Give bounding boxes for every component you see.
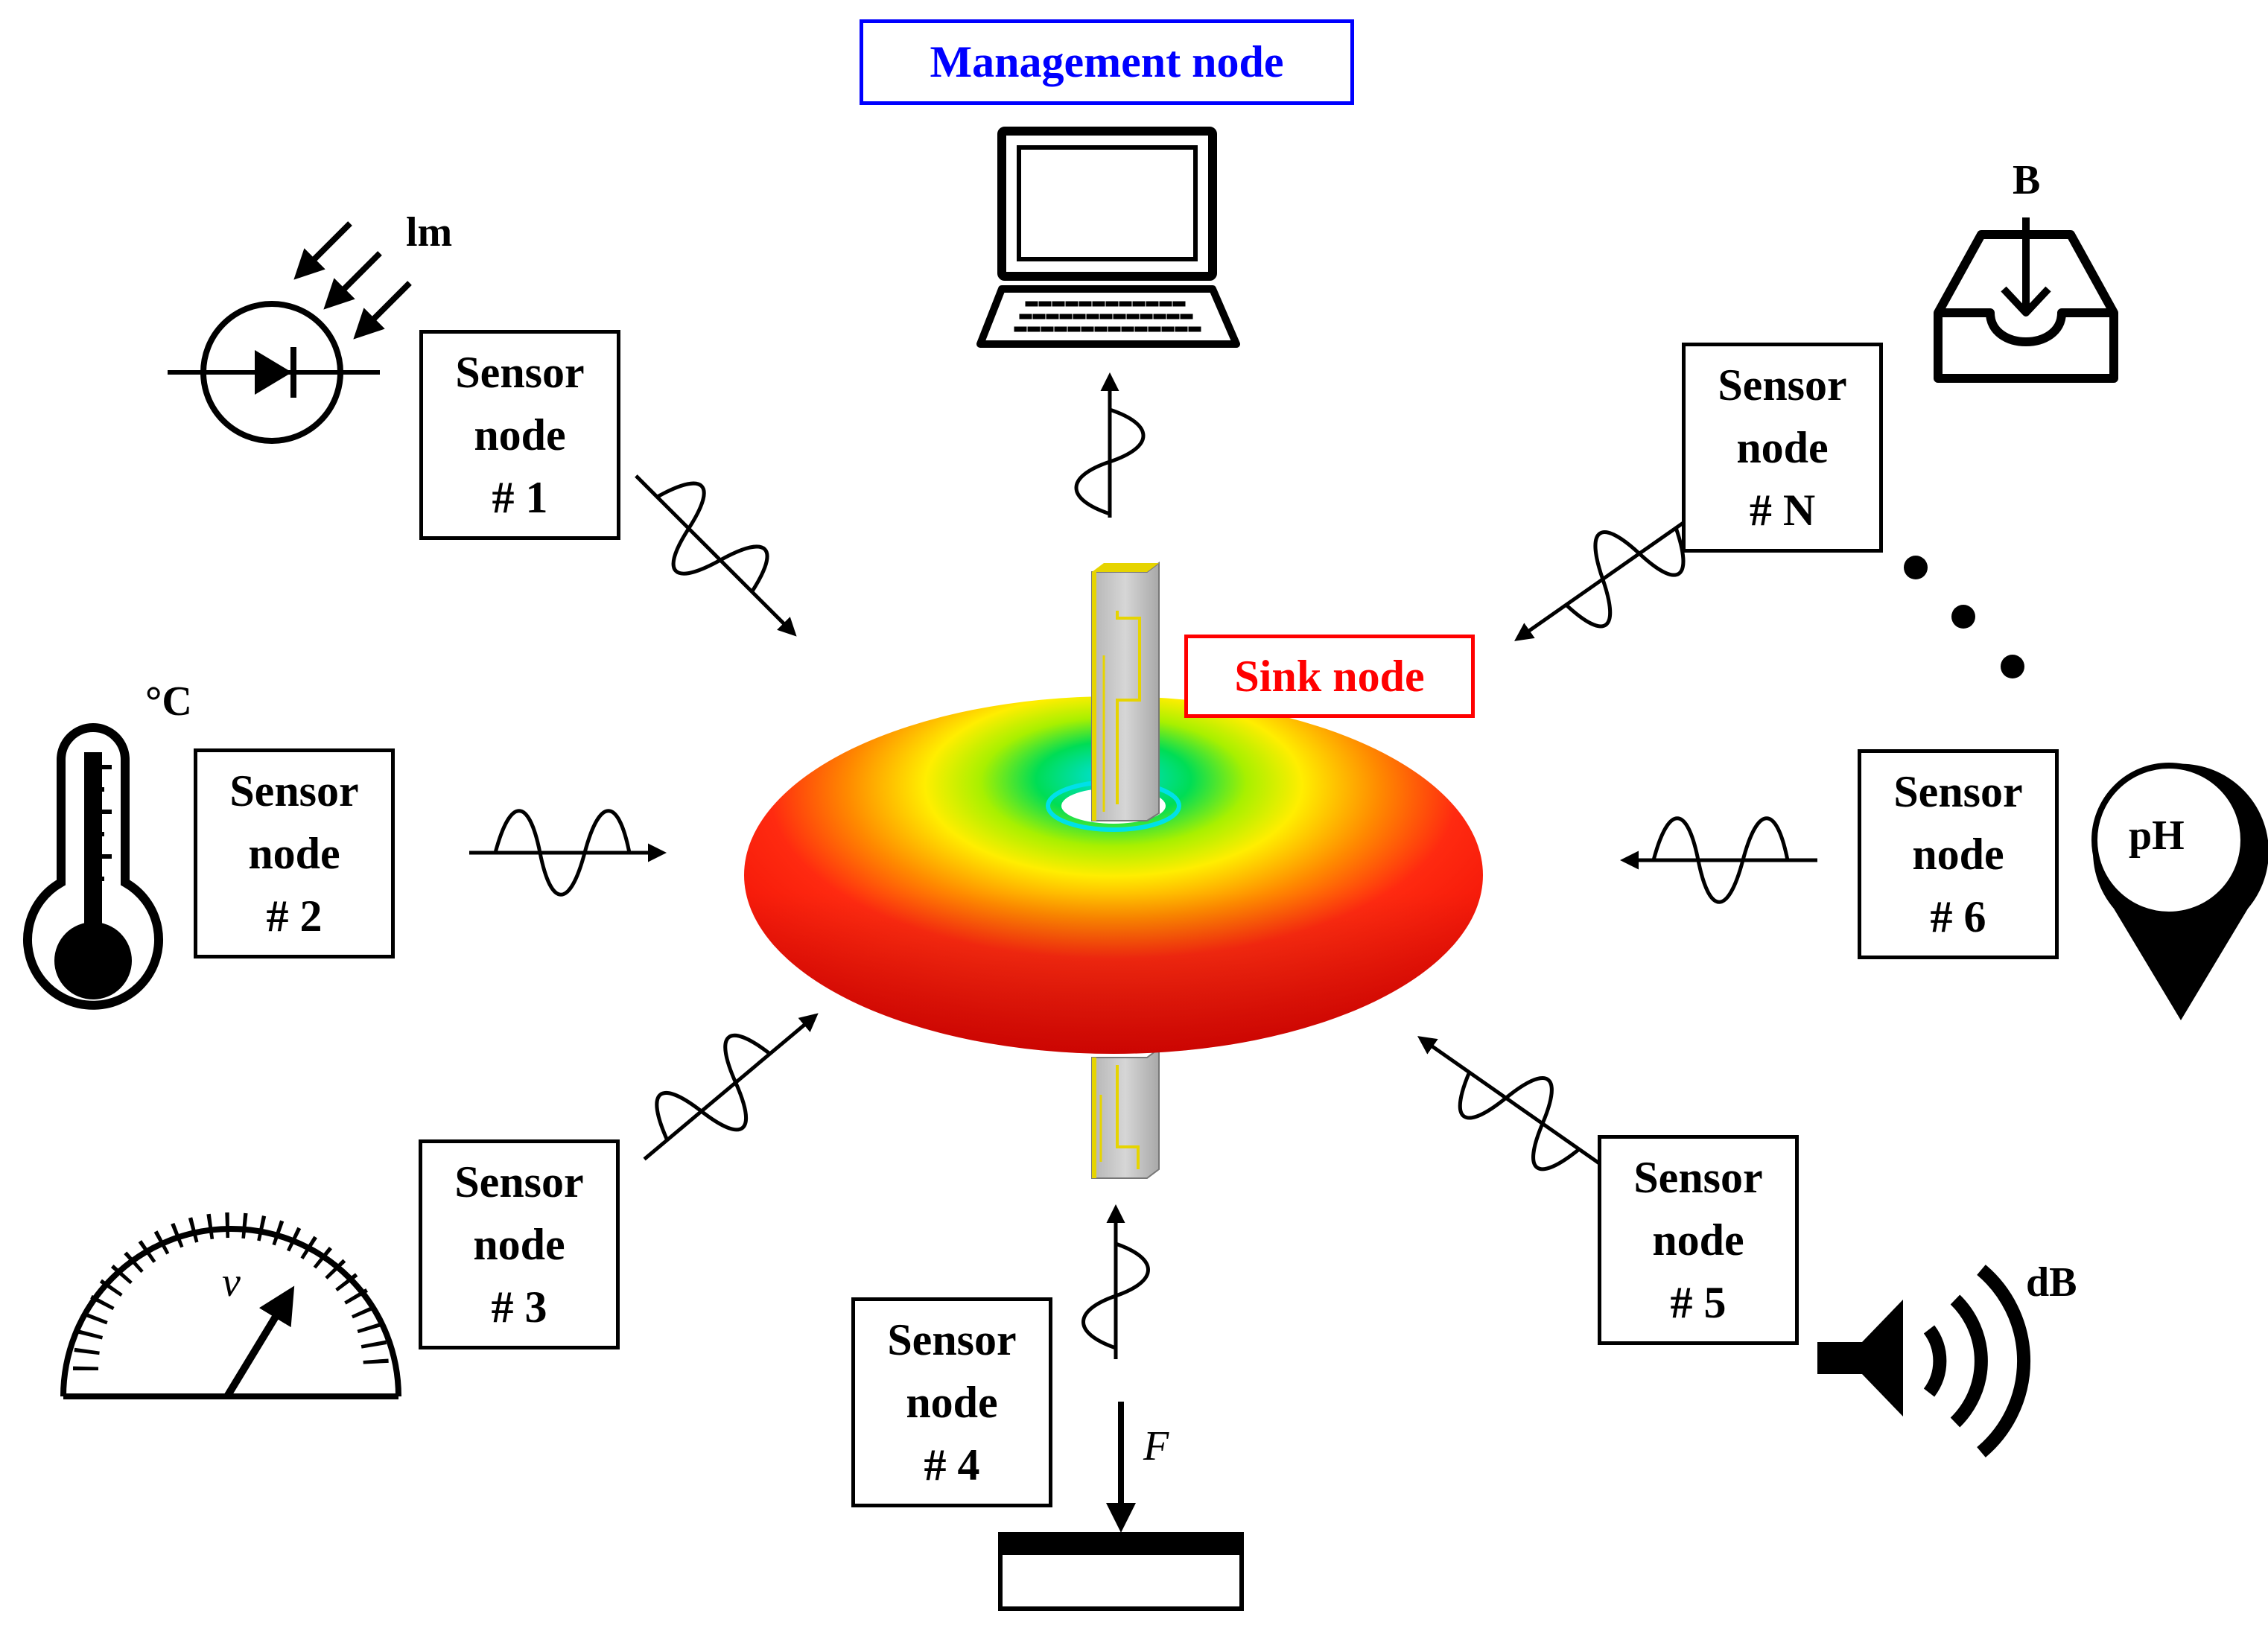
unit-lumen: lm: [406, 209, 453, 255]
sensor-node-line: Sensor: [229, 766, 359, 816]
management-node-text: Management node: [930, 37, 1284, 86]
laptop-icon: [976, 127, 1240, 348]
speedometer-icon: [60, 1212, 401, 1399]
sensor-node-line: node: [248, 829, 340, 878]
speaker-icon: [1817, 1265, 2030, 1457]
sensor-node-line: node: [1652, 1215, 1744, 1265]
sensor-node-line: # N: [1749, 486, 1816, 535]
sensor-node-4: Sensor node # 4: [851, 1297, 1052, 1507]
unit-decibel: dB: [2026, 1259, 2077, 1306]
unit-velocity: v: [222, 1259, 241, 1306]
sensor-node-line: Sensor: [454, 1157, 584, 1206]
sensor-node-line: Sensor: [1893, 767, 2023, 816]
sensor-node-line: # 4: [924, 1440, 980, 1489]
photodiode-icon: [168, 221, 412, 444]
sensor-node-1: Sensor node # 1: [419, 330, 620, 540]
sensor-node-line: # 5: [1670, 1278, 1727, 1327]
wireless-link-3: [643, 1013, 819, 1161]
sensor-node-3: Sensor node # 3: [419, 1139, 620, 1349]
sink-node-label: Sink node: [1184, 635, 1475, 718]
unit-force: F: [1143, 1423, 1169, 1469]
sensor-node-line: node: [473, 1220, 565, 1269]
ph-drop-icon: [2091, 763, 2268, 1020]
sensor-node-2: Sensor node # 2: [194, 748, 395, 958]
sensor-node-5: Sensor node # 5: [1598, 1135, 1799, 1345]
sink-node-text: Sink node: [1234, 651, 1425, 701]
magnetic-tray-icon: [1934, 217, 2118, 383]
sensor-node-line: Sensor: [455, 348, 585, 397]
sensor-node-line: Sensor: [1718, 360, 1847, 410]
unit-magnetic-field: B: [2013, 157, 2041, 203]
wireless-link-1: [635, 474, 797, 637]
sensor-node-line: node: [1736, 423, 1829, 472]
more-nodes-ellipsis: [1904, 556, 2024, 678]
sensor-node-line: Sensor: [887, 1315, 1017, 1364]
unit-ph: pH: [2129, 813, 2185, 859]
wireless-link-up: [1074, 372, 1146, 518]
wireless-link-2: [469, 809, 667, 897]
sensor-node-line: # 1: [492, 473, 548, 522]
wireless-link-5: [1417, 1036, 1605, 1171]
management-node-label: Management node: [860, 19, 1354, 105]
sink-antenna-lower: [1091, 1047, 1160, 1179]
unit-celsius: °C: [145, 678, 192, 725]
sensor-node-line: node: [906, 1378, 998, 1427]
sensor-node-line: # 3: [491, 1282, 547, 1332]
sensor-node-n: Sensor node # N: [1682, 343, 1883, 553]
sensor-node-6: Sensor node # 6: [1858, 749, 2059, 959]
sink-antenna-upper: [1091, 562, 1160, 821]
sensor-node-line: # 6: [1930, 892, 1986, 941]
sensor-node-line: node: [1912, 830, 2004, 879]
sensor-node-line: node: [474, 410, 566, 460]
wireless-link-6: [1620, 816, 1817, 904]
sensor-node-line: Sensor: [1633, 1153, 1763, 1202]
wireless-link-4: [1081, 1204, 1150, 1359]
sensor-node-line: # 2: [266, 891, 323, 941]
force-plate-icon: [998, 1402, 1244, 1611]
thermometer-icon: [23, 723, 163, 1010]
wireless-link-n: [1514, 509, 1702, 641]
